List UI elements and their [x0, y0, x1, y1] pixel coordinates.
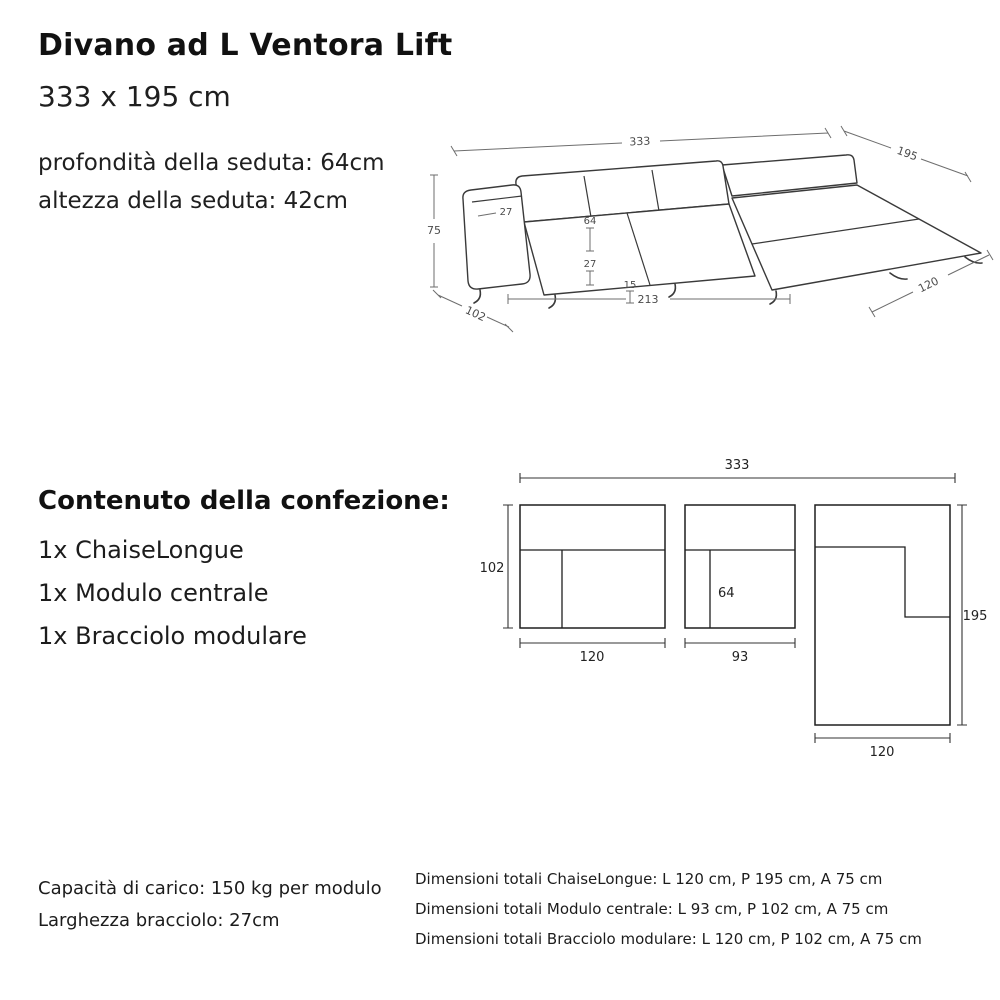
seat-depth-text: profondità della seduta: 64cm	[38, 150, 385, 176]
sofa-leg	[668, 283, 677, 298]
dimension-label-module-depth: 102	[463, 303, 488, 324]
tv-label-total-width: 333	[725, 458, 750, 473]
dimension-seat-cushion: 27	[584, 259, 597, 286]
package-item-modulo-centrale: 1x Modulo centrale	[38, 579, 269, 607]
package-item-bracciolo: 1x Bracciolo modulare	[38, 622, 307, 650]
dimension-label-armrest-top: 27	[500, 207, 513, 218]
dimension-module-depth: 102	[432, 289, 514, 333]
package-heading: Contenuto della confezione:	[38, 486, 450, 516]
dimension-seat-depth: 64	[584, 216, 597, 252]
dimension-leg-height: 15	[624, 280, 637, 304]
tv-center-module-inner-lines	[685, 549, 795, 628]
dimension-total-depth: 195	[840, 125, 972, 183]
chaise-seam	[751, 218, 920, 245]
armrest-width-text: Larghezza bracciolo: 27cm	[38, 910, 280, 931]
seat-height-text: altezza della seduta: 42cm	[38, 188, 348, 214]
tv-left-module	[519, 504, 666, 629]
seat-seam	[626, 212, 651, 286]
dimension-label-chaise-width: 120	[916, 274, 941, 295]
tv-dimension-left-width: 120	[519, 638, 666, 665]
tv-chaise-module	[814, 504, 951, 726]
tv-label-center-seat-depth: 64	[718, 586, 735, 601]
backrest	[515, 160, 730, 223]
modules-top-view-diagram: 333 64 102 120 93	[480, 458, 988, 760]
dimension-height: 75	[427, 174, 441, 288]
sofa-drawing	[462, 154, 983, 309]
dimension-label-total-depth: 195	[895, 144, 919, 163]
tv-chaise-outline	[814, 504, 951, 726]
left-armrest	[462, 184, 531, 290]
sofa-leg	[889, 272, 908, 280]
load-capacity-text: Capacità di carico: 150 kg per modulo	[38, 878, 382, 899]
dimension-label-leg-height: 15	[624, 280, 637, 291]
tv-dimension-chaise-width: 120	[814, 733, 951, 760]
dimension-label-height: 75	[427, 224, 441, 237]
dimension-label-seat-depth: 64	[584, 216, 597, 227]
tv-label-module-depth: 102	[480, 561, 505, 576]
dimension-label-seat-cushion: 27	[584, 259, 597, 270]
total-dimensions-modulo-centrale: Dimensioni totali Modulo centrale: L 93 …	[415, 900, 889, 918]
dimension-total-width: 333	[450, 127, 832, 157]
page-title: Divano ad L Ventora Lift	[38, 28, 453, 63]
main-seat-cushions	[523, 203, 756, 296]
sofa-leg	[473, 289, 482, 304]
total-dimensions-chaiselongue: Dimensioni totali ChaiseLongue: L 120 cm…	[415, 870, 883, 888]
tv-center-module-outline	[684, 504, 796, 629]
tv-label-left-width: 120	[580, 650, 605, 665]
tv-label-chaise-width: 120	[870, 745, 895, 760]
tv-center-module: 64	[684, 504, 796, 629]
chaise-seat	[731, 184, 982, 291]
dimension-seat-width: 213	[507, 293, 791, 306]
sofa-leg	[769, 290, 778, 305]
tv-dimension-center-width: 93	[684, 638, 796, 665]
total-dimensions-bracciolo: Dimensioni totali Bracciolo modulare: L …	[415, 930, 922, 948]
backrest-seam	[651, 169, 660, 212]
tv-label-center-width: 93	[732, 650, 749, 665]
sofa-perspective-diagram: 333 195 75 102 213 120 27	[427, 125, 994, 333]
dimension-armrest-top: 27	[477, 207, 513, 218]
right-armrest	[721, 154, 858, 197]
backrest-seam	[583, 175, 592, 218]
overall-size: 333 x 195 cm	[38, 80, 231, 113]
tv-dimension-total-width: 333	[519, 458, 956, 483]
tv-chaise-inner-lines	[815, 546, 950, 618]
tv-left-module-inner-lines	[520, 549, 665, 628]
dimension-label-seat-width: 213	[638, 293, 659, 306]
tv-dimension-chaise-depth: 195	[957, 504, 988, 726]
tv-dimension-module-depth: 102	[480, 504, 513, 629]
tv-left-module-outline	[519, 504, 666, 629]
tv-label-chaise-depth: 195	[963, 609, 988, 624]
sofa-leg	[548, 294, 557, 309]
dimension-label-total-width: 333	[629, 135, 651, 149]
package-item-chaiselongue: 1x ChaiseLongue	[38, 536, 244, 564]
left-armrest-edge	[471, 195, 523, 203]
